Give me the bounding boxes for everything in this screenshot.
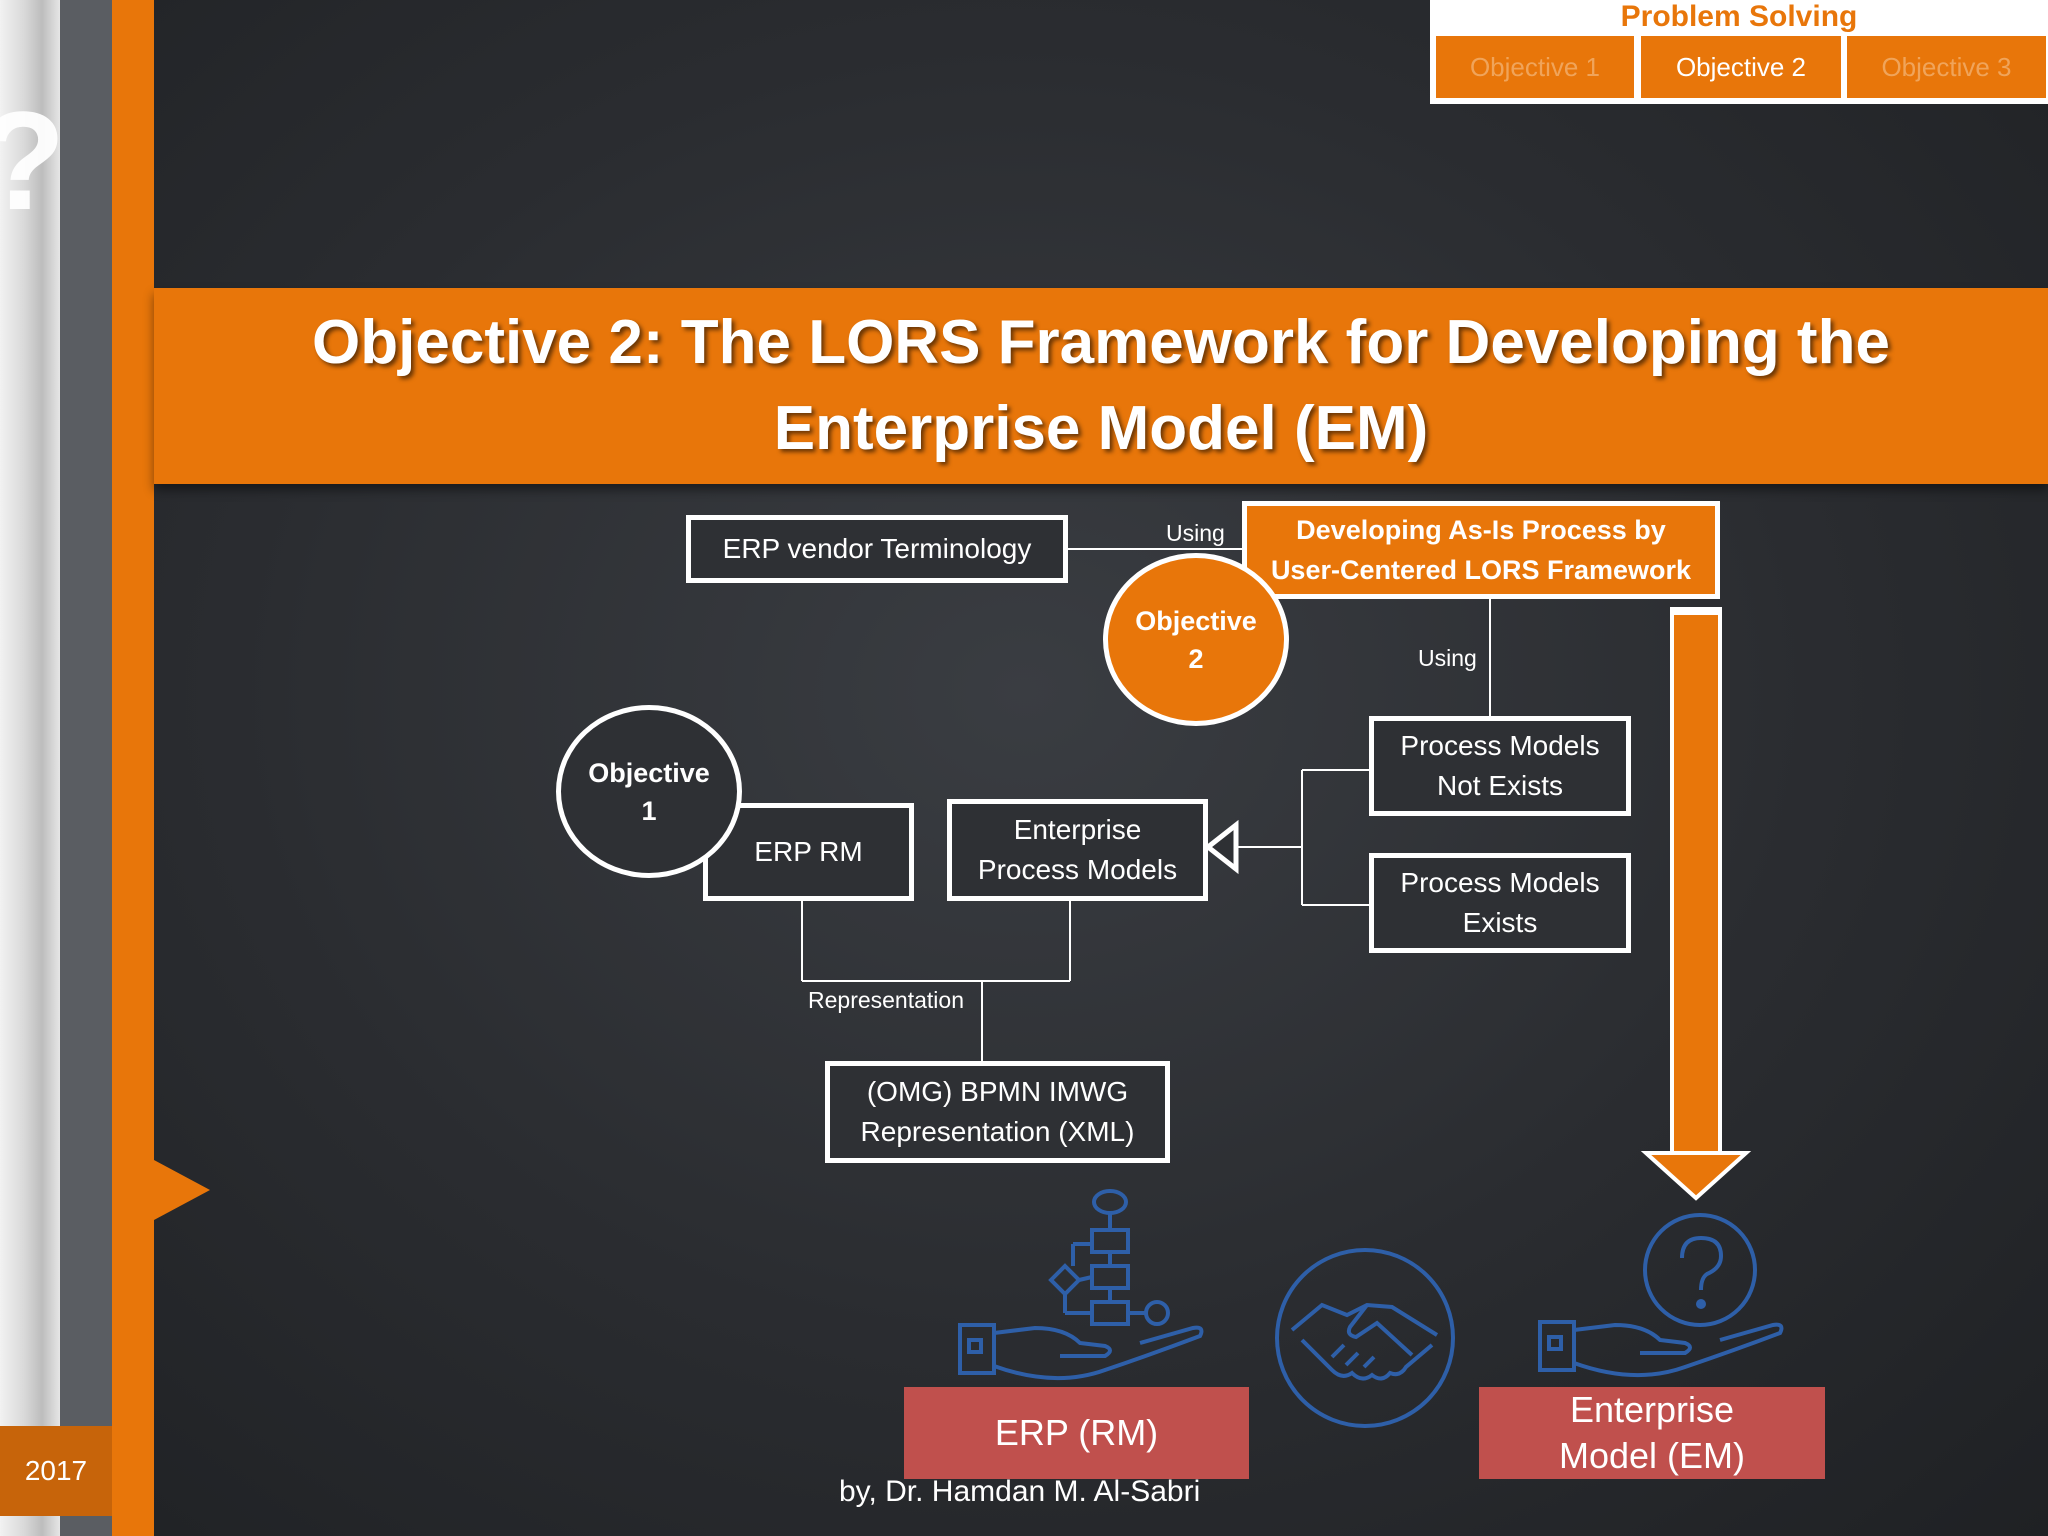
- erp-rm-label: ERP RM: [754, 836, 863, 867]
- flowchart-hand-icon: [958, 1189, 1204, 1381]
- bpmn-representation-box: (OMG) BPMN IMWG Representation (XML): [825, 1061, 1170, 1163]
- using-label-top: Using: [1166, 520, 1225, 546]
- pm-not-exists-line-1: Process Models: [1400, 730, 1600, 761]
- handshake-icon: [1275, 1248, 1455, 1428]
- left-background-photo: [0, 0, 60, 1536]
- pm-exists-line-1: Process Models: [1400, 867, 1600, 898]
- enterprise-process-models-box: Enterprise Process Models: [947, 799, 1208, 901]
- enterprise-model-pedestal: Enterprise Model (EM): [1479, 1387, 1825, 1479]
- title-banner: Objective 2: The LORS Framework for Deve…: [154, 288, 2048, 484]
- em-line-2: Model (EM): [1558, 1435, 1746, 1476]
- tab-objective-1[interactable]: Objective 1: [1436, 36, 1634, 98]
- developing-line-2: User-Centered LORS Framework: [1270, 555, 1692, 585]
- left-orange-strip: [112, 0, 154, 1536]
- bpmn-line-1: (OMG) BPMN IMWG: [866, 1076, 1129, 1107]
- erp-vendor-terminology-label: ERP vendor Terminology: [722, 533, 1032, 564]
- em-line-1: Enterprise: [1569, 1389, 1735, 1430]
- erp-rm-pedestal: ERP (RM): [904, 1387, 1249, 1479]
- representation-label: Representation: [808, 987, 964, 1013]
- question-hand-icon: [1538, 1213, 1784, 1378]
- objective-2-line-1: Objective: [1135, 605, 1257, 636]
- developing-as-is-box: Developing As-Is Process by User-Centere…: [1242, 501, 1720, 599]
- objective-1-line-1: Objective: [588, 757, 710, 788]
- tab-objective-2[interactable]: Objective 2: [1641, 36, 1841, 98]
- process-models-exists-box: Process Models Exists: [1369, 853, 1631, 953]
- author-credit: by, Dr. Hamdan M. Al-Sabri: [839, 1475, 1201, 1508]
- using-label-right: Using: [1418, 645, 1477, 671]
- erp-rm-pedestal-label: ERP (RM): [994, 1412, 1159, 1453]
- slide-title: Objective 2: The LORS Framework for Deve…: [312, 308, 1890, 463]
- objective-2-line-2: 2: [1188, 643, 1204, 674]
- objective-1-circle: Objective 1: [556, 705, 742, 878]
- bpmn-line-2: Representation (XML): [860, 1116, 1135, 1147]
- objective-1-line-2: 1: [641, 795, 657, 826]
- left-orange-notch: [154, 1160, 210, 1220]
- left-gray-strip: [60, 0, 112, 1536]
- process-models-not-exists-box: Process Models Not Exists: [1369, 716, 1631, 816]
- epm-line-1: Enterprise: [1013, 814, 1142, 845]
- question-mark-decoration: ?: [0, 80, 66, 242]
- erp-vendor-terminology-box: ERP vendor Terminology: [686, 515, 1068, 583]
- epm-line-2: Process Models: [977, 854, 1178, 885]
- pm-exists-line-2: Exists: [1462, 907, 1538, 938]
- nav-header: Problem Solving: [1620, 0, 1858, 33]
- developing-line-1: Developing As-Is Process by: [1296, 515, 1666, 545]
- pm-not-exists-line-2: Not Exists: [1436, 770, 1564, 801]
- year-badge: 2017: [0, 1426, 112, 1516]
- tab-objective-3[interactable]: Objective 3: [1847, 36, 2046, 98]
- objective-2-circle: Objective 2: [1103, 553, 1289, 726]
